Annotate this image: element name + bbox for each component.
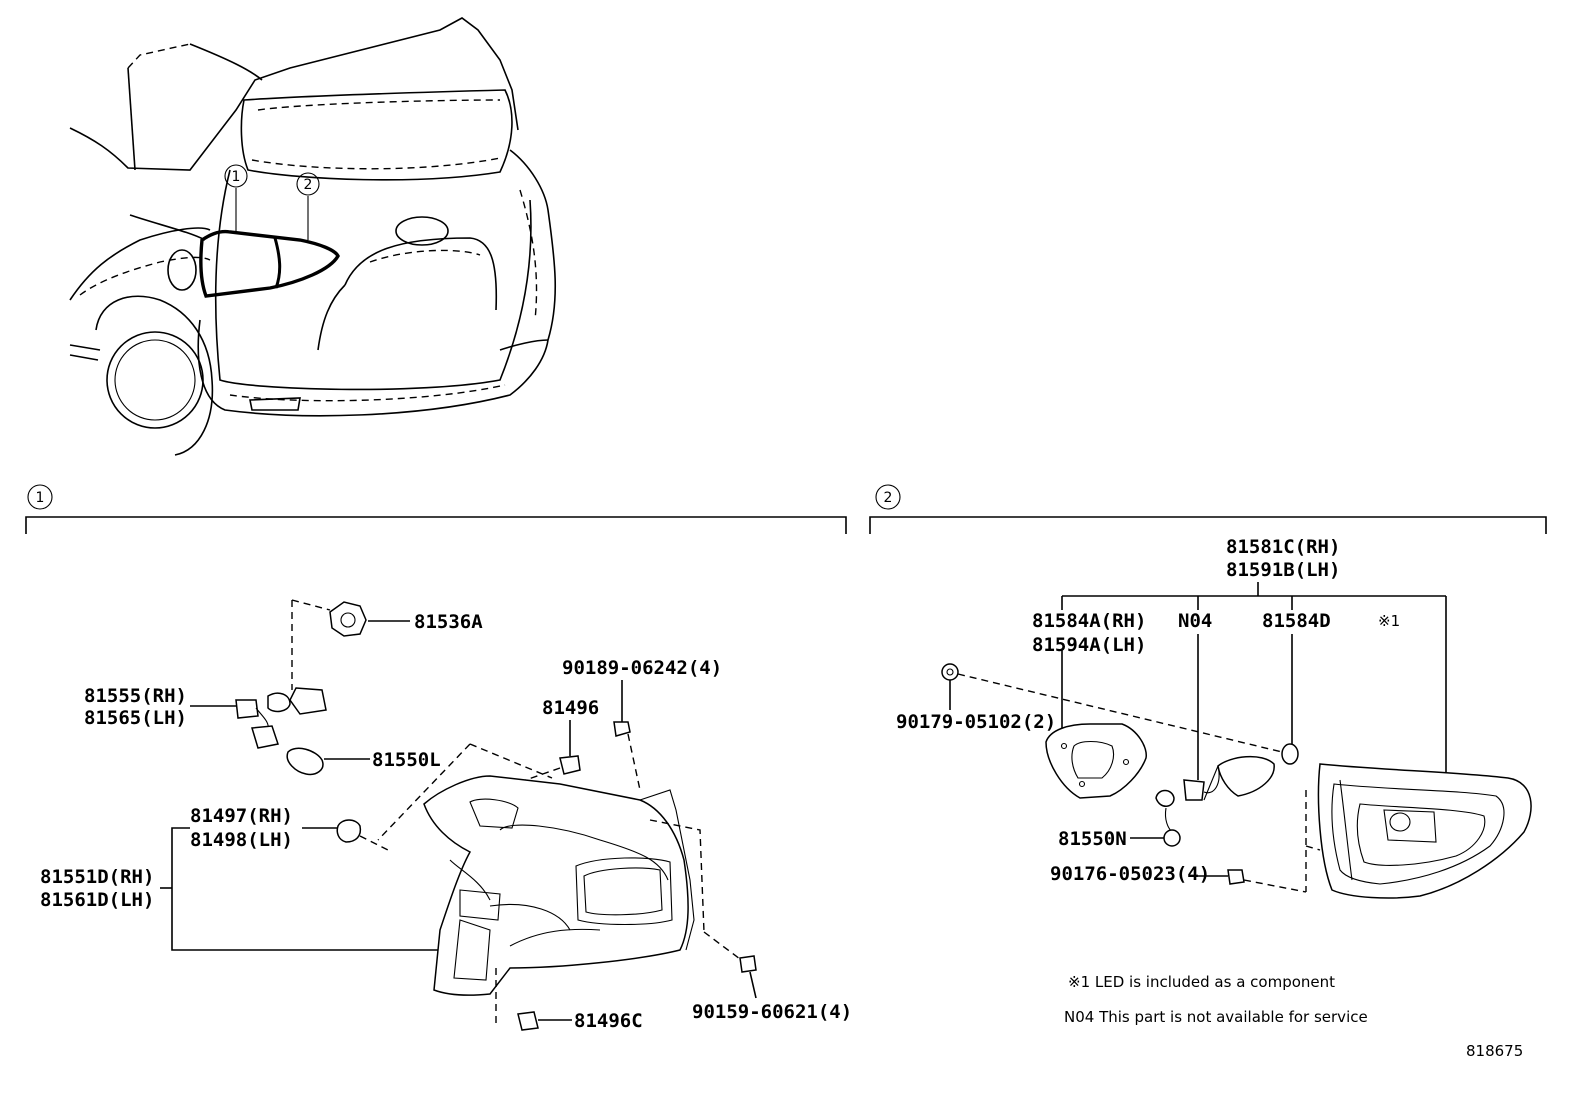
callout-1-label: 1 bbox=[232, 169, 241, 185]
section-1-rear-combination-lamp-outer: 1 81536A 81555(RH) 81565(LH) 81550L bbox=[25, 484, 852, 1032]
part-81496: 81496 bbox=[542, 697, 599, 719]
part-81497-rh: 81497(RH) bbox=[190, 805, 293, 827]
part-81594A-lh: 81594A(LH) bbox=[1032, 634, 1146, 656]
grommet-81497-shape bbox=[302, 819, 389, 851]
bulb-81550L-shape bbox=[286, 747, 370, 776]
note-n04: N04 This part is not available for servi… bbox=[1064, 1008, 1368, 1026]
section-1-marker: 1 bbox=[36, 490, 45, 506]
bulb-81550N-shape bbox=[1130, 829, 1181, 847]
screw-90189-shape bbox=[613, 680, 641, 791]
rear-lamp-inner-shape bbox=[1317, 763, 1532, 899]
part-81555-rh: 81555(RH) bbox=[84, 685, 187, 707]
gasket-81584A-shape bbox=[1045, 650, 1147, 799]
section-2-rear-lamp-inner: 2 81581C(RH) 81591B(LH) 81584A(RH) 81594… bbox=[869, 484, 1547, 1026]
part-81584A-rh: 81584A(RH) bbox=[1032, 610, 1146, 632]
note-led: ※1 LED is included as a component bbox=[1068, 973, 1335, 991]
nut-90179-shape bbox=[941, 663, 1283, 753]
part-81581C-rh: 81581C(RH) bbox=[1226, 536, 1340, 558]
part-81550N: 81550N bbox=[1058, 828, 1127, 850]
part-81584D: 81584D bbox=[1262, 610, 1331, 632]
rear-combination-lamp-shape bbox=[423, 775, 695, 996]
part-81551D-rh: 81551D(RH) bbox=[40, 866, 154, 888]
part-90189-06242: 90189-06242(4) bbox=[562, 657, 722, 679]
section-1-marker-circle bbox=[27, 484, 53, 510]
part-81536A: 81536A bbox=[414, 611, 483, 633]
section-2-marker-circle bbox=[875, 484, 901, 510]
callout-2-circle bbox=[296, 172, 320, 196]
clip-81496C-shape bbox=[517, 1011, 572, 1031]
part-N04: N04 bbox=[1178, 610, 1212, 632]
screw-90159-shape bbox=[739, 955, 757, 999]
socket-81536A-shape bbox=[329, 601, 410, 637]
part-81561D-lh: 81561D(LH) bbox=[40, 889, 154, 911]
screw-90176-shape bbox=[1192, 869, 1307, 893]
part-90176-05023: 90176-05023(4) bbox=[1050, 863, 1210, 885]
section-2-marker: 2 bbox=[884, 490, 893, 506]
part-81496C: 81496C bbox=[574, 1010, 643, 1032]
callout-1-circle bbox=[224, 164, 248, 188]
part-81550L: 81550L bbox=[372, 749, 441, 771]
section-1-bracket bbox=[25, 516, 847, 534]
part-81591B-lh: 81591B(LH) bbox=[1226, 559, 1340, 581]
callout-2-label: 2 bbox=[304, 177, 313, 193]
wire-socket-81555-shape bbox=[190, 687, 327, 749]
figure-id: 818675 bbox=[1466, 1042, 1523, 1060]
part-81565-lh: 81565(LH) bbox=[84, 707, 187, 729]
wire-N04-shape bbox=[1155, 634, 1275, 833]
part-81498-lh: 81498(LH) bbox=[190, 829, 293, 851]
clip-81496-shape bbox=[519, 720, 581, 783]
gasket-81584D-shape bbox=[1281, 634, 1299, 765]
part-90179-05102: 90179-05102(2) bbox=[896, 711, 1056, 733]
vehicle-overview: 1 2 bbox=[69, 17, 557, 456]
section-2-bracket bbox=[869, 516, 1547, 534]
part-90159-60621: 90159-60621(4) bbox=[692, 1001, 852, 1023]
led-footnote-mark: ※1 bbox=[1378, 612, 1400, 630]
